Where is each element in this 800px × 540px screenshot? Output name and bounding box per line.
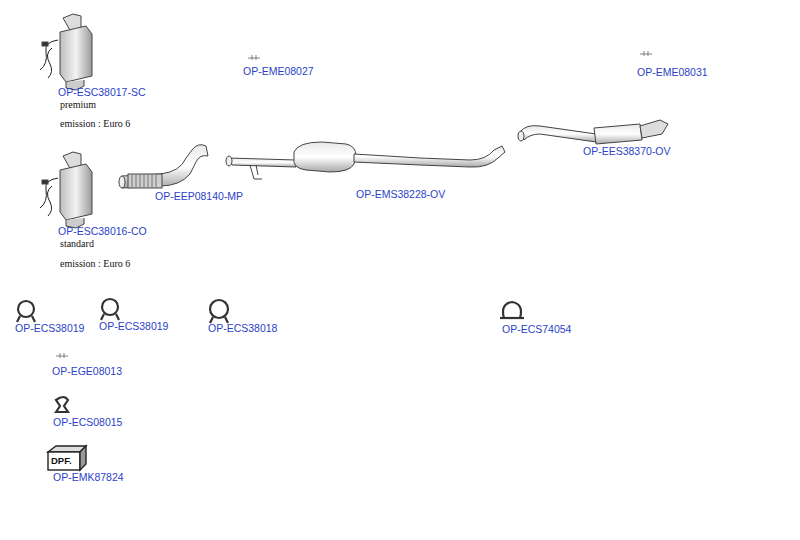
front-pipe [119, 145, 208, 188]
part-number: OP-EGE08013 [52, 366, 122, 378]
note-text: emission : Euro 6 [60, 258, 130, 269]
part-number: OP-ESC38016-CO [58, 226, 147, 238]
part-number: OP-EMS38228-OV [356, 189, 445, 201]
part-number: OP-ECS38019 [15, 323, 84, 335]
dpf-kit-box [48, 446, 86, 470]
clamps [17, 299, 524, 412]
part-number: OP-ECS08015 [53, 417, 122, 429]
middle-silencer [226, 142, 505, 179]
part-number: OP-EMK87824 [53, 472, 124, 484]
rear-silencer [518, 120, 668, 144]
dpf-standard [40, 152, 92, 228]
note-text: premium [60, 99, 96, 110]
part-number: OP-ECS74054 [502, 324, 571, 336]
box-label: DPF. [51, 456, 72, 466]
part-number: OP-ECS38019 [99, 321, 168, 333]
part-number: OP-ECS38018 [208, 323, 277, 335]
part-number: OP-EME08031 [637, 67, 708, 79]
part-number: OP-ESC38017-SC [58, 87, 146, 99]
dpf-premium [40, 14, 92, 90]
small-parts [56, 51, 652, 358]
part-number: OP-EEP08140-MP [155, 191, 243, 203]
note-text: emission : Euro 6 [60, 118, 130, 129]
note-text: standard [60, 238, 94, 249]
part-number: OP-EME08027 [243, 66, 314, 78]
part-number: OP-EES38370-OV [583, 146, 671, 158]
